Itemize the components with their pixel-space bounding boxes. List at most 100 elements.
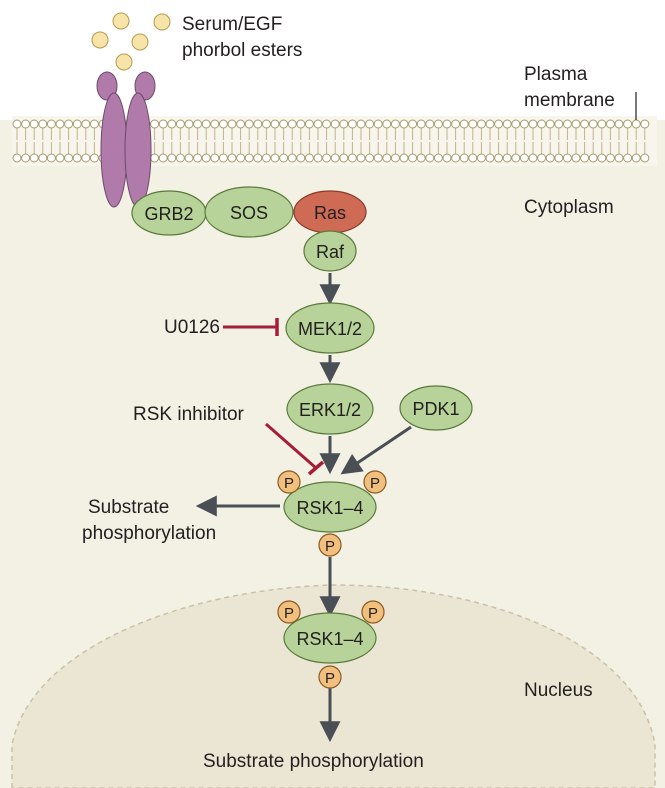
lipid-head: [227, 153, 237, 163]
node-sos-label: SOS: [230, 203, 268, 223]
lipid-head: [347, 119, 357, 129]
lipid-head: [89, 153, 99, 163]
lipid-head: [72, 153, 82, 163]
lipid-head: [218, 153, 228, 163]
arrows: [195, 273, 412, 743]
lipid-head: [373, 119, 383, 129]
lipid-head: [545, 153, 555, 163]
lipid-head: [261, 119, 271, 129]
lipid-head: [158, 119, 168, 129]
lipid-head: [571, 153, 581, 163]
lipid-head: [485, 119, 495, 129]
lipid-head: [562, 119, 572, 129]
lipid-head: [588, 153, 598, 163]
node-pdk1-label: PDK1: [412, 399, 459, 419]
lipid-head: [12, 119, 22, 129]
node-rsk-nucleus-label: RSK1–4: [296, 629, 363, 649]
lipid-head: [537, 119, 547, 129]
lipid-head: [29, 119, 39, 129]
lipid-head: [184, 153, 194, 163]
lipid-head: [313, 119, 323, 129]
lipid-head: [451, 153, 461, 163]
lipid-head: [330, 119, 340, 129]
lipid-head: [347, 153, 357, 163]
arrow-pdk1-to-rsk: [340, 425, 412, 475]
phospho-rsk-nuc-bottom: P: [318, 665, 342, 689]
lipid-head: [588, 119, 598, 129]
lipid-head: [640, 153, 650, 163]
lipid-head: [322, 119, 332, 129]
phospho-rsk-cyto-bottom: P: [318, 533, 342, 557]
node-mek-label: MEK1/2: [298, 319, 362, 339]
lipid-head: [236, 119, 246, 129]
lipid-head: [261, 153, 271, 163]
phospho-label: P: [325, 670, 335, 687]
lipid-head: [631, 119, 641, 129]
lipid-head: [253, 153, 263, 163]
lipid-head: [528, 119, 538, 129]
lipid-head: [29, 153, 39, 163]
lipid-head: [425, 153, 435, 163]
lipid-head: [373, 153, 383, 163]
receptor: [96, 71, 156, 208]
lipid-head: [597, 153, 607, 163]
lipid-head: [330, 153, 340, 163]
lipid-head: [210, 119, 220, 129]
lipid-head: [459, 153, 469, 163]
lipid-head: [640, 119, 650, 129]
cyto-substrate-label-line1: Substrate: [88, 497, 169, 518]
node-grb2-label: GRB2: [144, 204, 193, 224]
lipid-head: [408, 153, 418, 163]
lipid-head: [562, 153, 572, 163]
lipid-head: [494, 119, 504, 129]
lipid-head: [236, 153, 246, 163]
lipid-head: [150, 119, 160, 129]
lipid-head: [287, 119, 297, 129]
lipid-head: [502, 119, 512, 129]
lipid-head: [184, 119, 194, 129]
phospho-label: P: [368, 605, 378, 622]
lipid-head: [210, 153, 220, 163]
lipid-head: [244, 119, 254, 129]
lipid-head: [12, 153, 22, 163]
lipid-head: [38, 119, 48, 129]
node-erk: ERK1/2: [286, 383, 374, 435]
node-rsk-nucleus: RSK1–4: [283, 612, 377, 664]
inhibitor-rsk: [265, 422, 325, 476]
lipid-head: [253, 119, 263, 129]
lipid-head: [21, 153, 31, 163]
phospho-rsk-cyto-right: P: [363, 470, 387, 494]
lipid-head: [46, 153, 56, 163]
lipid-head: [390, 153, 400, 163]
lipid-head: [287, 153, 297, 163]
lipid-head: [270, 153, 280, 163]
lipid-head: [502, 153, 512, 163]
lipid-head: [511, 153, 521, 163]
lipid-head: [339, 153, 349, 163]
lipid-head: [365, 119, 375, 129]
lipid-head: [442, 119, 452, 129]
phospho-rsk-nuc-left: P: [277, 600, 301, 624]
lipid-head: [554, 119, 564, 129]
node-raf: Raf: [303, 230, 357, 272]
lipid-head: [270, 119, 280, 129]
membrane-label-line2: membrane: [524, 90, 615, 111]
lipid-head: [416, 153, 426, 163]
lipid-head: [158, 153, 168, 163]
lipid-head: [468, 153, 478, 163]
phospho-label: P: [284, 605, 294, 622]
lipid-head: [433, 119, 443, 129]
phospho-label: P: [370, 475, 380, 492]
lipid-head: [399, 153, 409, 163]
lipid-head: [81, 153, 91, 163]
lipid-head: [545, 119, 555, 129]
node-rsk-cytoplasm: RSK1–4: [283, 481, 377, 533]
lipid-head: [313, 153, 323, 163]
lipid-head: [279, 153, 289, 163]
lipid-head: [485, 153, 495, 163]
lipid-head: [537, 153, 547, 163]
lipid-head: [193, 119, 203, 129]
inhibitor-u0126: [223, 318, 279, 336]
